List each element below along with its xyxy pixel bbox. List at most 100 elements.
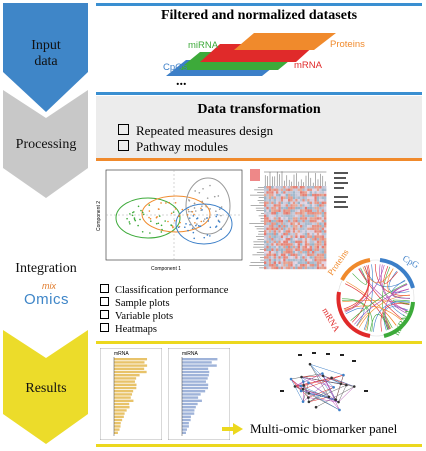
heatmap-cell — [321, 201, 324, 205]
loading-bar — [182, 377, 208, 380]
heatmap-cell — [264, 261, 267, 264]
heatmap-cell — [307, 206, 310, 210]
heatmap-cell — [268, 248, 272, 251]
heatmap-cell — [312, 243, 315, 246]
heatmap-cell — [297, 193, 300, 197]
heatmap-cell — [276, 214, 279, 218]
heatmap-cell — [324, 219, 327, 223]
heatmap-cell — [312, 201, 315, 205]
heatmap-cell — [273, 238, 276, 241]
heatmap-cell — [273, 219, 276, 223]
network-node — [299, 384, 303, 388]
heatmap-cell — [321, 243, 324, 246]
pca-point — [141, 211, 144, 214]
pca-point — [178, 214, 181, 216]
heatmap-cell — [292, 245, 296, 249]
pca-point — [157, 208, 160, 210]
network-node — [293, 385, 297, 388]
heatmap-cell — [278, 217, 281, 220]
pca-point — [174, 208, 177, 210]
network-node — [307, 396, 310, 399]
heatmap-cell — [307, 266, 310, 270]
heatmap-cell — [276, 209, 279, 212]
heatmap-cell — [271, 243, 274, 246]
network-edge — [302, 388, 329, 398]
heatmap-cell — [304, 251, 308, 254]
heatmap-cell — [290, 261, 293, 264]
heatmap-cell — [273, 261, 276, 264]
heatmap-cell — [292, 204, 296, 207]
heatmap-cell — [314, 196, 317, 199]
heatmap-cell — [300, 196, 303, 199]
heatmap-cell — [288, 225, 291, 228]
heatmap-cell — [266, 209, 269, 212]
heatmap-cell — [292, 256, 296, 259]
heatmap-cell — [288, 206, 291, 210]
heatmap-cell — [314, 191, 317, 194]
heatmap-cell — [280, 217, 284, 220]
heatmap-cell — [280, 238, 284, 241]
network-node — [307, 381, 310, 385]
sample-pca-plot: Component 1 Component 2 — [96, 169, 243, 272]
heatmap-cell — [309, 225, 312, 228]
heatmap-cell — [280, 235, 284, 238]
heatmap-cell — [278, 251, 281, 254]
pca-point — [206, 217, 208, 219]
heatmap-cell — [266, 227, 269, 231]
heatmap-cell — [278, 243, 281, 246]
heatmap-cell — [321, 193, 324, 197]
heatmap-cell — [319, 219, 322, 223]
circos-link — [392, 299, 410, 305]
heatmap-cell — [312, 266, 315, 270]
heatmap-cell — [278, 191, 281, 194]
heatmap-cell — [276, 217, 279, 220]
heatmap-cell — [300, 251, 303, 254]
pca-point — [171, 225, 174, 227]
heatmap-cell — [309, 238, 312, 241]
heatmap-cell — [316, 186, 320, 189]
heatmap-cell — [309, 230, 312, 233]
heatmap-cell — [292, 266, 296, 270]
heatmap-cell — [290, 238, 293, 241]
heatmap-cell — [314, 243, 317, 246]
checkbox-icon — [100, 310, 109, 319]
heatmap-cell — [266, 253, 269, 257]
heatmap-cell — [276, 264, 279, 267]
heatmap-cell — [300, 248, 303, 251]
heatmap-cell — [264, 243, 267, 246]
heatmap-cell — [292, 248, 296, 251]
loading-bar — [114, 358, 148, 361]
heatmap-cell — [324, 245, 327, 249]
heatmap-cell — [268, 266, 272, 270]
heatmap-cell — [278, 261, 281, 264]
heatmap-cell — [304, 235, 308, 238]
heatmap-cell — [314, 193, 317, 197]
heatmap-cell — [307, 251, 310, 254]
heatmap-cell — [321, 256, 324, 259]
heatmap-cell — [268, 206, 272, 210]
circos-cpg-arc — [379, 258, 415, 289]
heatmap-cell — [302, 206, 305, 210]
heatmap-cell — [321, 214, 324, 218]
heatmap-cell — [283, 193, 286, 197]
heatmap-cell — [283, 214, 286, 218]
heatmap-cell — [304, 191, 308, 194]
pca-point — [160, 224, 163, 227]
heatmap-cell — [264, 225, 267, 228]
heatmap-cell — [321, 258, 324, 262]
heatmap-cell — [316, 256, 320, 259]
pca-point — [196, 217, 199, 219]
heatmap-cell — [321, 191, 324, 194]
heatmap-cell — [302, 199, 305, 202]
heatmap-cell — [302, 266, 305, 270]
heatmap-cell — [307, 219, 310, 223]
pca-point — [202, 187, 204, 190]
loading-bar — [114, 367, 145, 370]
heatmap-cell — [268, 230, 272, 233]
heatmap-cell — [278, 240, 281, 244]
heatmap-cell — [312, 245, 315, 249]
circos-link — [346, 281, 397, 326]
pca-point — [167, 220, 169, 223]
heatmap-cell — [321, 227, 324, 231]
heatmap-cell — [264, 212, 267, 215]
